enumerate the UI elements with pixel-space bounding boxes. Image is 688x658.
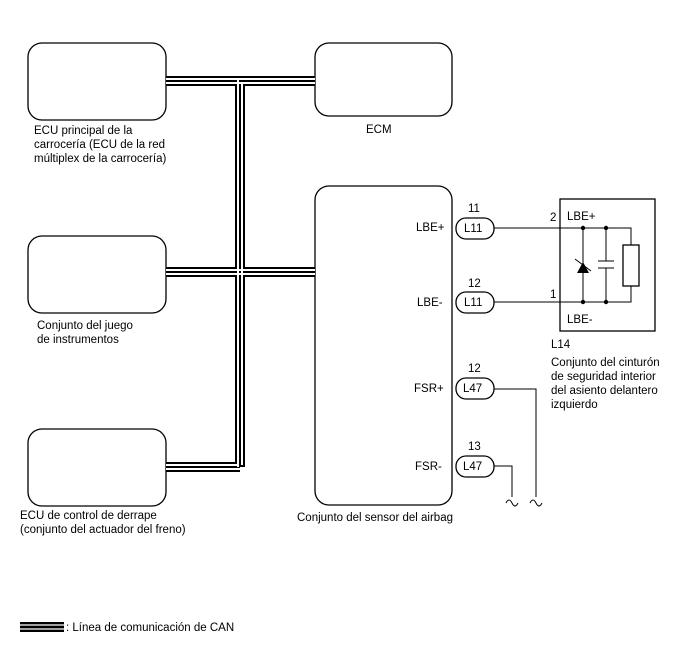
body-ecu-label-2: carrocería (ECU de la red	[34, 139, 166, 151]
legend-text: : Línea de comunicación de CAN	[66, 622, 235, 634]
airbag-sensor-label: Conjunto del sensor del airbag	[297, 512, 453, 524]
pin-number-fsr-plus: 12	[468, 363, 481, 375]
body-ecu-label-1: ECU principal de la	[34, 125, 133, 137]
buckle-connector-code: L14	[551, 339, 571, 351]
buckle-wires	[494, 227, 560, 497]
can-bus	[166, 76, 315, 472]
terminal-fsr-plus: FSR+	[414, 383, 444, 395]
pin-number-lbe-plus: 11	[468, 203, 480, 215]
terminal-fsr-minus: FSR-	[415, 461, 442, 473]
buckle-switch-label-4: izquierdo	[551, 399, 598, 411]
buckle-terminal-lbe-minus: LBE-	[567, 314, 593, 326]
terminal-lbe-minus: LBE-	[417, 297, 443, 309]
zener-diode-icon	[577, 262, 589, 273]
pin-number-fsr-minus: 13	[468, 441, 481, 453]
ecm-label: ECM	[366, 124, 392, 136]
wire-break-symbols	[505, 499, 543, 507]
skid-ecu-label-2: (conjunto del actuador del freno)	[20, 524, 186, 536]
skid-ecu-box	[27, 428, 167, 507]
body-ecu-label-3: múltiplex de la carrocería)	[34, 153, 167, 165]
can-legend-icon	[20, 622, 64, 632]
meter-box	[27, 235, 167, 314]
buckle-pin-2: 2	[550, 212, 557, 224]
connector-code-fsr-plus: L47	[463, 383, 483, 395]
buckle-terminal-lbe-plus: LBE+	[567, 211, 596, 223]
buckle-switch-label-3: del asiento delantero	[551, 385, 658, 397]
meter-label-1: Conjunto del juego	[37, 320, 133, 332]
ecm-box	[314, 42, 453, 117]
connector-code-lbe-minus: L11	[464, 297, 483, 309]
pin-number-lbe-minus: 12	[468, 278, 481, 290]
meter-label-2: de instrumentos	[37, 334, 119, 346]
buckle-pin-1: 1	[550, 289, 557, 301]
buckle-switch-label-2: de seguridad interior	[551, 371, 656, 383]
airbag-sensor-box	[314, 185, 453, 506]
body-ecu-box	[27, 42, 167, 121]
terminal-lbe-plus: LBE+	[416, 222, 445, 234]
resistor-symbol	[622, 244, 640, 287]
junction-dots	[580, 225, 609, 305]
connector-code-fsr-minus: L47	[463, 461, 483, 473]
buckle-switch-label-1: Conjunto del cinturón	[551, 357, 660, 369]
skid-ecu-label-1: ECU de control de derrape	[20, 510, 157, 522]
connector-code-lbe-plus: L11	[464, 223, 483, 235]
